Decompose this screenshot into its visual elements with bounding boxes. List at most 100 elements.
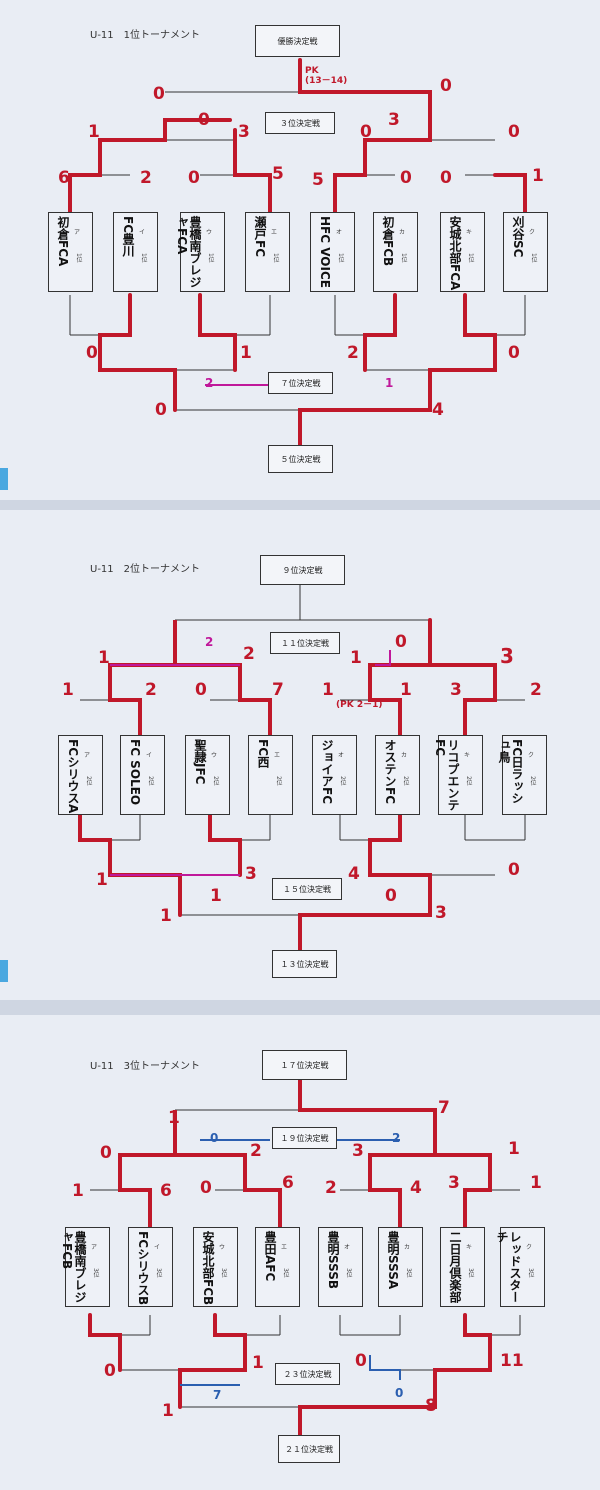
score: 0 bbox=[508, 122, 520, 142]
score: 2 bbox=[347, 343, 359, 363]
bracket-lines-1 bbox=[68, 58, 527, 447]
score: 1 bbox=[62, 680, 74, 700]
score: 0 bbox=[155, 400, 167, 420]
score: 0 bbox=[395, 1386, 404, 1400]
score: 3 bbox=[388, 110, 400, 130]
score: 3 bbox=[448, 1173, 460, 1193]
score: 1 bbox=[322, 680, 334, 700]
score: 0 bbox=[355, 1351, 367, 1371]
nineteenth-place-box: １９位決定戦 bbox=[272, 1127, 337, 1149]
score: 2 bbox=[325, 1178, 337, 1198]
score: 1 bbox=[350, 648, 362, 668]
twenty-first-place-box: ２１位決定戦 bbox=[278, 1435, 340, 1463]
score: 0 bbox=[195, 680, 207, 700]
fifteenth-place-box: １５位決定戦 bbox=[272, 878, 342, 900]
sheet-title: U-11 1位トーナメント bbox=[90, 30, 201, 41]
score: 3 bbox=[245, 864, 257, 884]
score: 0 bbox=[104, 1361, 116, 1381]
sheet-title: U-11 2位トーナメント bbox=[90, 564, 201, 575]
score: 3 bbox=[238, 122, 250, 142]
score: 1 bbox=[88, 122, 100, 142]
score: 6 bbox=[160, 1181, 172, 1201]
score: 2 bbox=[205, 376, 214, 390]
score: 1 bbox=[252, 1353, 264, 1373]
sheet-3: U-11 3位トーナメント １７位決定戦 １９位決定戦 ２３位決定戦 ２１位決定… bbox=[0, 1015, 600, 1490]
score: 0 bbox=[440, 76, 452, 96]
score: 0 bbox=[440, 168, 452, 188]
score: 1 bbox=[160, 906, 172, 926]
score: 2 bbox=[243, 644, 255, 664]
score: 0 bbox=[508, 343, 520, 363]
score: 4 bbox=[410, 1178, 422, 1198]
thirteenth-place-box: １３位決定戦 bbox=[272, 950, 337, 978]
score: 1 bbox=[530, 1173, 542, 1193]
bracket-lines-2 bbox=[78, 582, 526, 952]
pk-note: PK (13－14) bbox=[305, 66, 348, 86]
score: 1 bbox=[168, 1108, 180, 1128]
pk-note: (PK 2－1) bbox=[336, 700, 383, 710]
score: 3 bbox=[352, 1141, 364, 1161]
score: 0 bbox=[210, 1131, 219, 1145]
score: 3 bbox=[435, 903, 447, 923]
score: 0 bbox=[395, 632, 407, 652]
third-place-box: ３位決定戦 bbox=[265, 112, 335, 134]
score: 1 bbox=[532, 166, 544, 186]
score: 3 bbox=[500, 644, 514, 668]
score: 0 bbox=[200, 1178, 212, 1198]
score: 1 bbox=[508, 1139, 520, 1159]
score: 7 bbox=[438, 1098, 450, 1118]
seventh-place-box: ７位決定戦 bbox=[268, 372, 333, 394]
score: 3 bbox=[450, 680, 462, 700]
score: 4 bbox=[432, 400, 444, 420]
score: 1 bbox=[240, 343, 252, 363]
final-box: 優勝決定戦 bbox=[255, 25, 340, 57]
tape-marker bbox=[0, 960, 8, 982]
score: 0 bbox=[508, 860, 520, 880]
score: 7 bbox=[272, 680, 284, 700]
score: 0 bbox=[385, 886, 397, 906]
score: 2 bbox=[205, 635, 214, 649]
tape-marker bbox=[0, 468, 8, 490]
score: 0 bbox=[153, 84, 165, 104]
score: 2 bbox=[530, 680, 542, 700]
score: 1 bbox=[385, 376, 394, 390]
bracket-lines-3 bbox=[88, 1078, 521, 1437]
fifth-place-box: ５位決定戦 bbox=[268, 445, 333, 473]
score: 0 bbox=[360, 122, 372, 142]
score: 1 bbox=[96, 870, 108, 890]
sheet-title: U-11 3位トーナメント bbox=[90, 1061, 201, 1072]
seventeenth-place-box: １７位決定戦 bbox=[262, 1050, 347, 1080]
sheet-1: U-11 1位トーナメント 優勝決定戦 ３位決定戦 ７位決定戦 ５位決定戦 PK… bbox=[0, 0, 600, 500]
twenty-third-place-box: ２３位決定戦 bbox=[275, 1363, 340, 1385]
score: 6 bbox=[58, 168, 70, 188]
score: 6 bbox=[282, 1173, 294, 1193]
sheet-2: U-11 2位トーナメント ９位決定戦 １１位決定戦 １５位決定戦 １３位決定戦… bbox=[0, 510, 600, 1000]
score: 2 bbox=[392, 1131, 401, 1145]
score: 5 bbox=[272, 164, 284, 184]
eleventh-place-box: １１位決定戦 bbox=[270, 632, 340, 654]
score: 5 bbox=[312, 170, 324, 190]
score: 1 bbox=[98, 648, 110, 668]
score: 0 bbox=[86, 343, 98, 363]
